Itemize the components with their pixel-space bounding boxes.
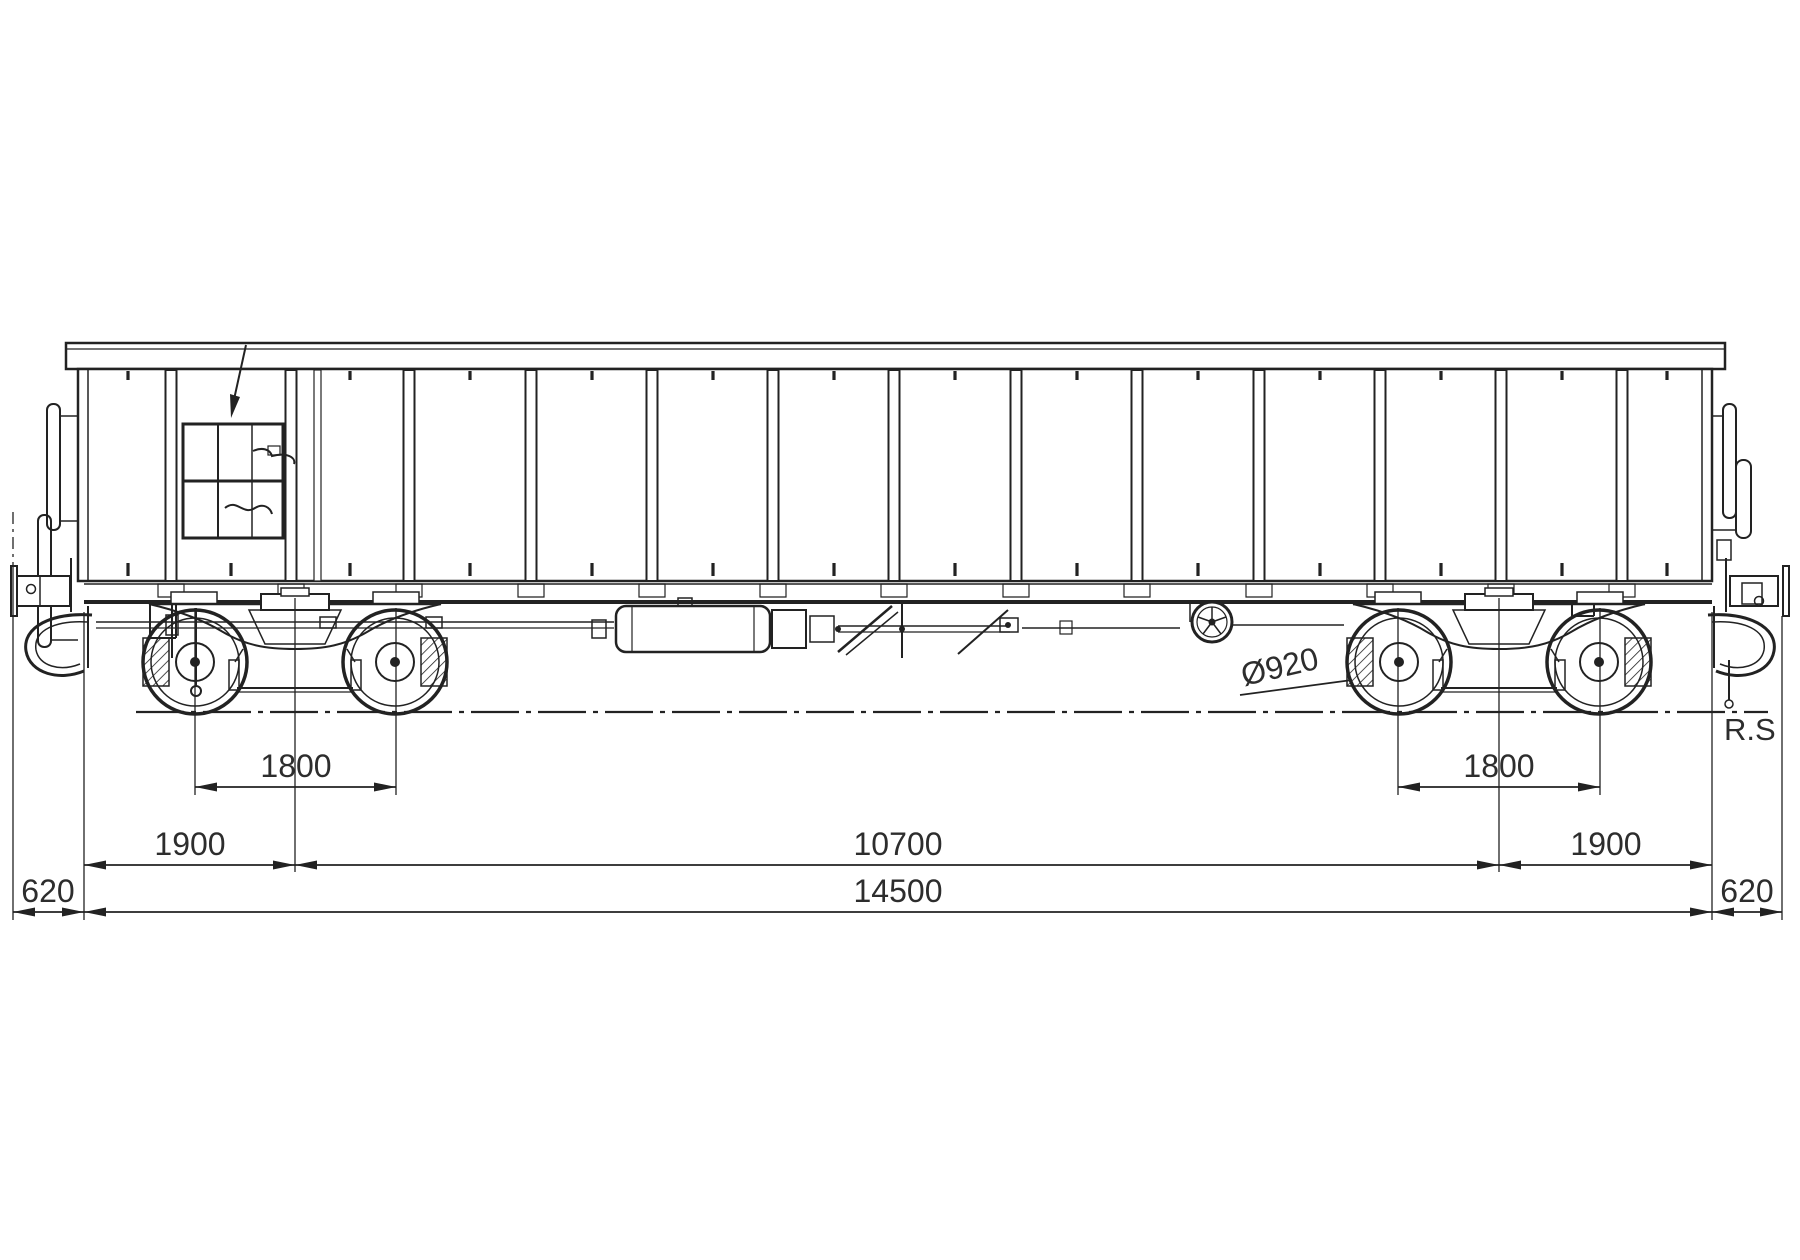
- door-hinge: [267, 445, 281, 456]
- right-coupling-hook: [1707, 606, 1776, 709]
- dim-text-1800-left: 1800: [260, 748, 331, 784]
- wagon-body: [64, 341, 1727, 583]
- dim-text-1900-left: 1900: [154, 826, 225, 862]
- dimension-overhang-left: 1900: [84, 826, 295, 870]
- handbrake-wheel: [1189, 600, 1344, 644]
- wheel-diameter-leader-line: [1239, 679, 1353, 696]
- wheel-diameter-callout: Ø920: [1237, 640, 1353, 696]
- air-reservoir: [591, 597, 772, 654]
- panel-ticks-bottom: [126, 563, 1669, 576]
- dimension-length-over-headstocks: 14500: [84, 873, 1712, 917]
- dim-text-10700: 10700: [854, 826, 943, 862]
- dimension-bogie-centers: 10700: [295, 826, 1499, 870]
- dim-text-1900-right: 1900: [1570, 826, 1641, 862]
- left-buffer: [10, 558, 72, 617]
- dim-text-620-right: 620: [1720, 873, 1773, 909]
- left-end-details: [10, 403, 202, 697]
- label-rail-surface: R.S: [1724, 712, 1776, 747]
- panel-ticks-top: [126, 371, 1669, 380]
- underframe: [84, 583, 1712, 658]
- brake-cylinder-and-rigging: [771, 600, 1180, 658]
- dimension-bogie-wheelbase-right: 1800: [1398, 748, 1600, 792]
- dim-text-14500: 14500: [854, 873, 943, 909]
- door-latch-lower: [224, 503, 273, 515]
- left-coupling-hook: [24, 606, 93, 677]
- dimension-buffer-right: 620: [1712, 873, 1782, 917]
- door-hatch: [181, 422, 296, 540]
- dim-text-620-left: 620: [21, 873, 74, 909]
- dimension-buffer-left: 620: [13, 873, 84, 917]
- dimension-bogie-wheelbase-left: 1800: [195, 748, 396, 792]
- side-stanchions: [164, 369, 1629, 582]
- top-cope-rail: [64, 341, 1727, 371]
- right-buffer: [1725, 558, 1790, 617]
- right-end-ladder: [1712, 403, 1752, 561]
- right-end-details: [1571, 403, 1790, 709]
- dimension-overhang-right: 1900: [1499, 826, 1712, 870]
- dim-text-1800-right: 1800: [1463, 748, 1534, 784]
- door-latch-upper: [252, 447, 296, 465]
- door-leader-arrow: [230, 344, 247, 418]
